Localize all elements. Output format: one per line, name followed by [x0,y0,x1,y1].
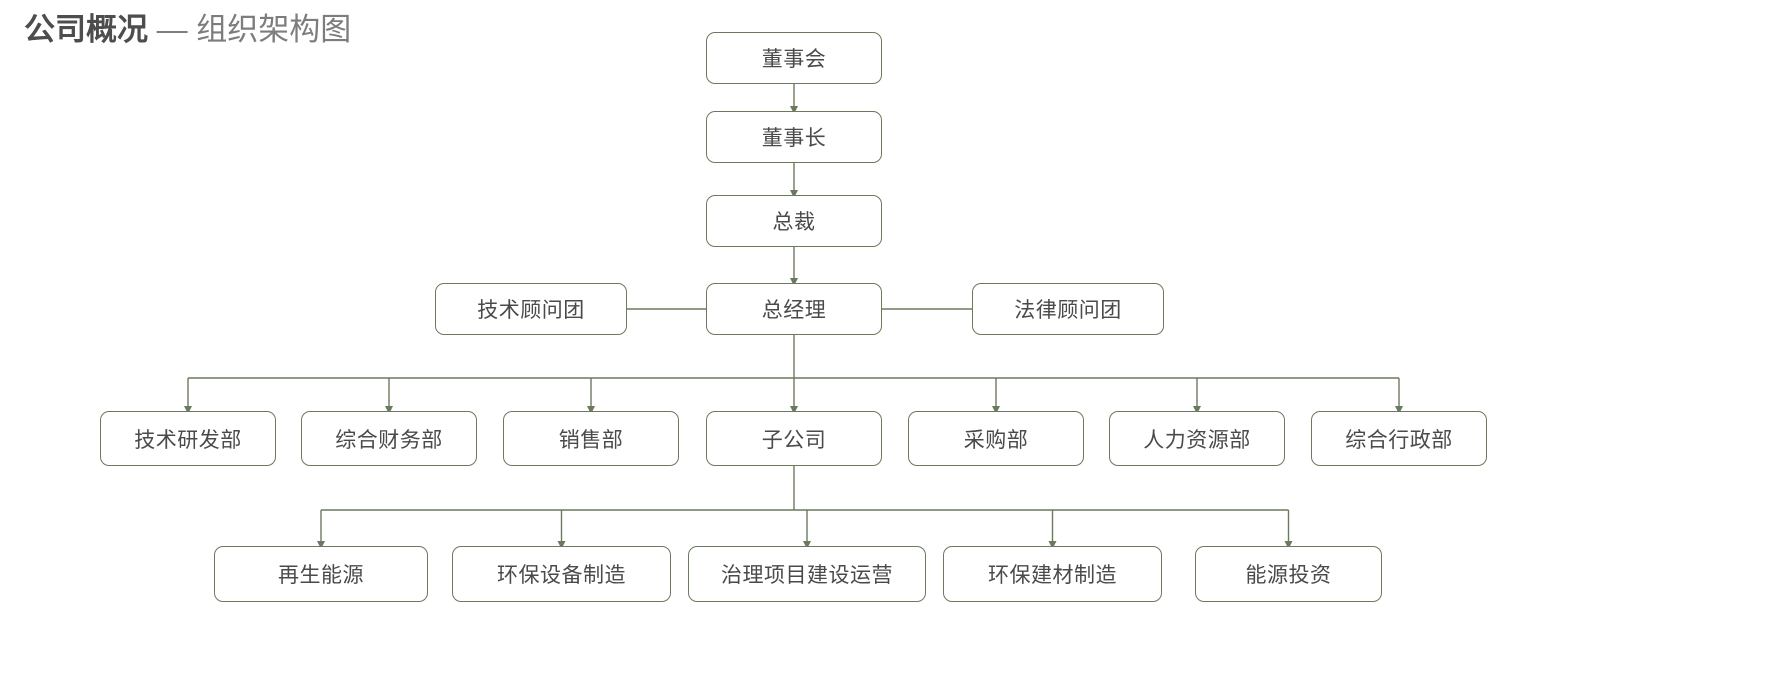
org-node-sub-equip[interactable]: 环保设备制造 [452,546,671,602]
org-node-sub-mat[interactable]: 环保建材制造 [943,546,1162,602]
org-node-label: 人力资源部 [1143,428,1251,452]
page-title-separator: — [148,12,197,47]
org-node-label: 总裁 [772,211,816,234]
org-node-dept-proc[interactable]: 采购部 [908,411,1084,466]
org-node-legal-adv[interactable]: 法律顾问团 [972,283,1164,335]
page-title: 公司概况 — 组织架构图 [24,8,351,52]
org-node-sub-proj[interactable]: 治理项目建设运营 [688,546,926,602]
org-node-dept-sub[interactable]: 子公司 [706,411,882,466]
org-node-label: 环保建材制造 [988,564,1117,587]
org-node-board[interactable]: 董事会 [706,32,882,84]
org-node-label: 技术研发部 [134,428,242,452]
org-node-sub-invest[interactable]: 能源投资 [1195,546,1382,602]
org-node-label: 销售部 [558,428,624,452]
org-node-label: 再生能源 [278,564,364,587]
org-node-label: 综合行政部 [1345,428,1453,452]
org-node-dept-sales[interactable]: 销售部 [503,411,679,466]
page-title-main: 公司概况 [24,12,148,47]
org-node-sub-energy[interactable]: 再生能源 [214,546,428,602]
org-node-dept-fin[interactable]: 综合财务部 [301,411,477,466]
org-node-label: 环保设备制造 [497,564,626,587]
org-node-gm[interactable]: 总经理 [706,283,882,335]
org-node-tech-adv[interactable]: 技术顾问团 [435,283,627,335]
org-node-chairman[interactable]: 董事长 [706,111,882,163]
org-node-label: 董事长 [761,127,827,150]
org-node-label: 子公司 [761,428,827,452]
org-node-label: 能源投资 [1245,564,1332,587]
org-node-label: 综合财务部 [335,428,443,452]
org-node-label: 法律顾问团 [1014,299,1122,322]
org-node-label: 采购部 [963,428,1029,452]
org-node-dept-rd[interactable]: 技术研发部 [100,411,276,466]
page-title-subtitle: 组织架构图 [196,12,352,47]
org-node-label: 董事会 [761,48,827,71]
org-node-label: 技术顾问团 [477,299,585,322]
org-node-label: 治理项目建设运营 [721,564,893,587]
org-node-label: 总经理 [761,299,827,322]
org-node-president[interactable]: 总裁 [706,195,882,247]
org-node-dept-admin[interactable]: 综合行政部 [1311,411,1487,466]
org-node-dept-hr[interactable]: 人力资源部 [1109,411,1285,466]
